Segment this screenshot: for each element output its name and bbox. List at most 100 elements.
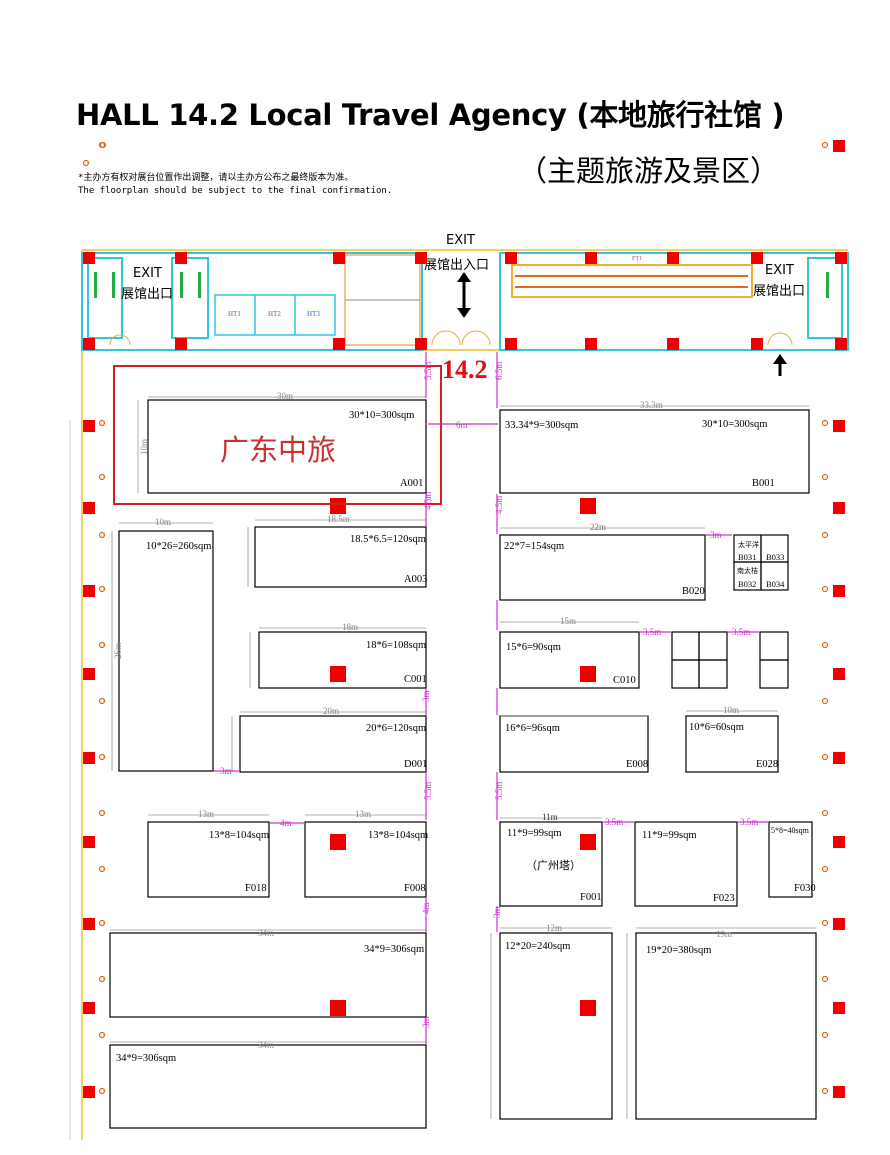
pillar bbox=[833, 1086, 845, 1098]
svg-text:13*8=104sqm: 13*8=104sqm bbox=[368, 830, 428, 841]
svg-text:5*8=40sqm: 5*8=40sqm bbox=[771, 826, 810, 835]
svg-text:30m: 30m bbox=[277, 391, 293, 401]
booth-grid-4[interactable] bbox=[698, 659, 728, 689]
pillar bbox=[83, 1002, 95, 1014]
perimeter-dot bbox=[98, 419, 106, 427]
booth-f030[interactable] bbox=[768, 821, 813, 898]
svg-text:4m: 4m bbox=[280, 818, 292, 828]
perimeter-dot bbox=[98, 753, 106, 761]
booth-g1[interactable] bbox=[109, 932, 427, 1018]
svg-text:10m: 10m bbox=[155, 517, 171, 527]
page-title: HALL 14.2 Local Travel Agency (本地旅行社馆 ) bbox=[76, 98, 785, 132]
booth-f008[interactable] bbox=[304, 821, 427, 898]
pillar bbox=[833, 140, 845, 152]
booth-f023[interactable] bbox=[634, 821, 738, 907]
booth-a002[interactable] bbox=[118, 530, 214, 772]
pillar bbox=[83, 1086, 95, 1098]
svg-text:11m: 11m bbox=[542, 812, 558, 822]
svg-text:3.5m: 3.5m bbox=[732, 627, 750, 637]
booth-f018[interactable] bbox=[147, 821, 270, 898]
booth-d001[interactable] bbox=[239, 715, 427, 773]
pillar bbox=[580, 498, 596, 514]
svg-text:B001: B001 bbox=[752, 478, 775, 489]
svg-text:3m: 3m bbox=[421, 690, 431, 702]
svg-text:13m: 13m bbox=[355, 809, 371, 819]
booth-b034[interactable] bbox=[760, 561, 789, 591]
booth-g2[interactable] bbox=[109, 1044, 427, 1129]
svg-text:D001: D001 bbox=[404, 759, 427, 770]
aisle-labels: 5.5m 6.5m 6m 4.5m 4.5m 3m 3.5m 3.5m 3m 3… bbox=[220, 362, 758, 1028]
booth-e028[interactable] bbox=[685, 715, 779, 773]
booth-grid-5[interactable] bbox=[759, 631, 789, 661]
svg-text:B020: B020 bbox=[682, 586, 705, 597]
booth-f001[interactable] bbox=[499, 821, 603, 907]
pillar bbox=[833, 1002, 845, 1014]
svg-text:12m: 12m bbox=[546, 923, 562, 933]
svg-text:15*6=90sqm: 15*6=90sqm bbox=[506, 642, 561, 653]
booth-g3[interactable] bbox=[499, 932, 613, 1120]
svg-text:EXIT: EXIT bbox=[765, 263, 794, 278]
svg-text:5.5m: 5.5m bbox=[423, 782, 433, 800]
svg-text:展馆出口: 展馆出口 bbox=[753, 284, 805, 299]
pillar bbox=[333, 338, 345, 350]
svg-text:5.5m: 5.5m bbox=[494, 782, 504, 800]
booth-c001[interactable] bbox=[258, 631, 427, 689]
pillar bbox=[415, 338, 427, 350]
perimeter-dot bbox=[821, 531, 829, 539]
booth-c010[interactable] bbox=[499, 631, 640, 689]
pillar bbox=[580, 666, 596, 682]
pillar bbox=[175, 252, 187, 264]
perimeter-dot bbox=[98, 585, 106, 593]
svg-text:10*26=260sqm: 10*26=260sqm bbox=[146, 541, 211, 552]
pillar bbox=[833, 420, 845, 432]
pillar bbox=[330, 834, 346, 850]
pillar bbox=[83, 502, 95, 514]
pillar bbox=[83, 836, 95, 848]
pillar bbox=[835, 252, 847, 264]
booth-grid-6[interactable] bbox=[759, 659, 789, 689]
booth-b001[interactable] bbox=[499, 409, 810, 494]
svg-text:3m: 3m bbox=[492, 906, 502, 918]
pillar bbox=[580, 1000, 596, 1016]
perimeter-dot bbox=[98, 531, 106, 539]
svg-text:10m: 10m bbox=[723, 705, 739, 715]
svg-text:15m: 15m bbox=[560, 616, 576, 626]
svg-text:6m: 6m bbox=[456, 420, 468, 430]
perimeter-dot bbox=[821, 141, 829, 149]
svg-text:B032: B032 bbox=[738, 579, 756, 589]
perimeter-dot bbox=[821, 1087, 829, 1095]
svg-text:34*9=306sqm: 34*9=306sqm bbox=[364, 944, 424, 955]
perimeter-dot bbox=[821, 641, 829, 649]
booth-grid-2[interactable] bbox=[698, 631, 728, 661]
svg-text:10m: 10m bbox=[139, 439, 149, 455]
disclaimer-en: The floorplan should be subject to the f… bbox=[78, 186, 393, 196]
svg-text:展馆出口: 展馆出口 bbox=[121, 287, 173, 302]
booth-grid-3[interactable] bbox=[671, 659, 700, 689]
svg-text:3.5m: 3.5m bbox=[740, 817, 758, 827]
booth-g4[interactable] bbox=[635, 932, 817, 1120]
svg-text:20*6=120sqm: 20*6=120sqm bbox=[366, 723, 426, 734]
perimeter-dot bbox=[98, 697, 106, 705]
svg-text:18*6=108sqm: 18*6=108sqm bbox=[366, 640, 426, 651]
svg-text:34*9=306sqm: 34*9=306sqm bbox=[116, 1053, 176, 1064]
svg-text:3m: 3m bbox=[710, 530, 722, 540]
pillar bbox=[83, 918, 95, 930]
svg-text:F001: F001 bbox=[580, 892, 602, 903]
booths bbox=[109, 399, 817, 1129]
perimeter-dot bbox=[821, 473, 829, 481]
booth-b020[interactable] bbox=[499, 534, 706, 601]
svg-text:18.5m: 18.5m bbox=[327, 514, 350, 524]
perimeter-dot bbox=[821, 1031, 829, 1039]
hall-number: 14.2 bbox=[442, 355, 488, 384]
booth-a003[interactable] bbox=[254, 526, 427, 588]
booth-a001[interactable] bbox=[147, 399, 427, 494]
svg-text:20m: 20m bbox=[323, 706, 339, 716]
svg-text:C010: C010 bbox=[613, 675, 636, 686]
svg-text:13*8=104sqm: 13*8=104sqm bbox=[209, 830, 269, 841]
booth-grid-1[interactable] bbox=[671, 631, 700, 661]
svg-text:HT1: HT1 bbox=[228, 310, 241, 318]
svg-text:6.5m: 6.5m bbox=[494, 362, 504, 380]
svg-text:4.5m: 4.5m bbox=[423, 492, 433, 510]
dimension-labels: 30m 10m 33.3m 10m 26m 18.5m 22m 18m 15m … bbox=[113, 391, 739, 1050]
svg-text:11*9=99sqm: 11*9=99sqm bbox=[642, 830, 697, 841]
